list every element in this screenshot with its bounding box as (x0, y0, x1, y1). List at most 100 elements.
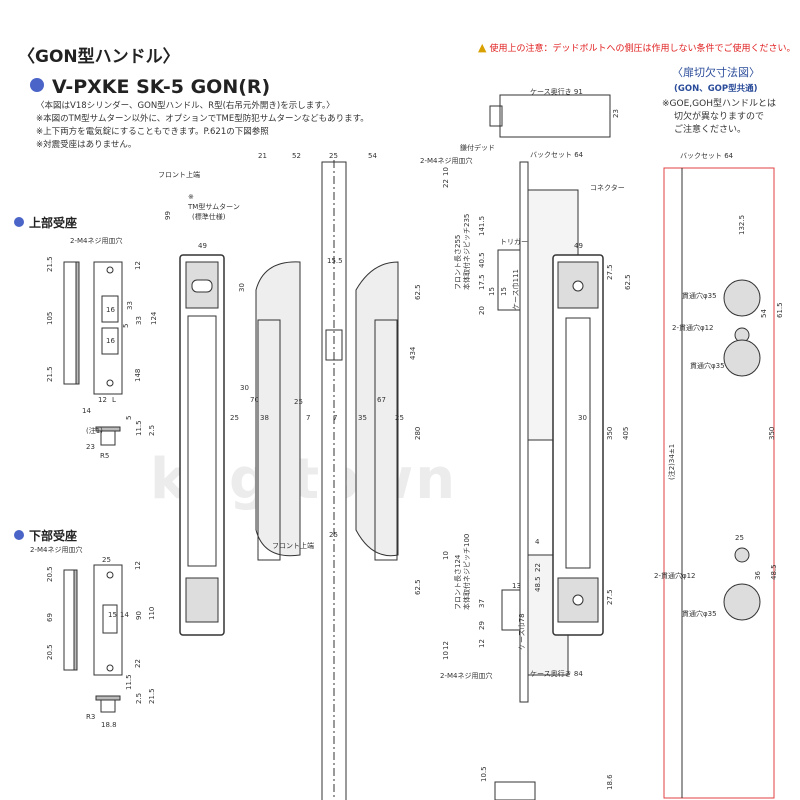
lock-body-dimension-label: フロント長さ124 (454, 554, 462, 610)
upper-strike-dimension-label: 16 (106, 306, 115, 314)
handle-dimension-label: 62.5 (414, 284, 422, 300)
lock-body-dimension-label: 350 (606, 427, 614, 440)
lower-strike-dimension-label: 25 (102, 556, 111, 564)
handle-dimension-label: フロント上端 (158, 170, 200, 179)
upper-strike-dimension-label: R5 (100, 452, 109, 460)
upper-strike-dimension-label: 12 (134, 261, 142, 270)
upper-strike-dimension-label: 21.5 (46, 256, 54, 272)
warning-icon: ▲ (478, 41, 487, 54)
upper-strike-heading: 上部受座 (14, 214, 77, 231)
lock-body-dimension-label: 27.5 (606, 589, 614, 605)
lower-strike-dimension-label: 11.5 (125, 674, 133, 690)
door-cutout-title: 〈扉切欠寸法図〉 (672, 66, 760, 79)
handle-left-drawing (179, 254, 301, 636)
handle-dimension-label: 99 (164, 211, 172, 220)
lock-body-dimension-label: 37 (478, 599, 486, 608)
handle-dimension-label: (標準仕様) (192, 212, 226, 221)
door-cutout-dimension-label: 25 (735, 534, 744, 542)
lower-strike-dimension-label: 15 (108, 611, 117, 619)
lower-strike-dimension-label: 14 (120, 611, 129, 619)
lower-strike-dimension-label: 21.5 (148, 688, 156, 704)
door-cutout-dimension-label: 貫通穴φ35 (682, 291, 717, 300)
handle-dimension-label: 62.5 (414, 579, 422, 595)
lower-strike-dimension-label: 69 (46, 613, 54, 622)
door-cutout-dimension-label: バックセット 64 (680, 152, 734, 160)
lock-body-dimension-label: 本体取付ネジピッチ235 (462, 214, 471, 290)
handle-dimension-label: 35 (358, 414, 367, 422)
lock-body-dimension-label: 10 (442, 551, 450, 560)
lock-body-dimension-label: 10 (442, 651, 450, 660)
door-cutout-dimension-label: 132.5 (738, 215, 746, 235)
lock-body-dimension-label: 29 (478, 621, 486, 630)
handle-dimension-label: 25 (230, 414, 239, 422)
handle-dimension-label: 21 (258, 152, 267, 160)
upper-strike-dimension-label: 11.5 (135, 420, 143, 436)
lock-body-dimension-label: 13 (512, 582, 521, 590)
bullet-icon (14, 530, 24, 540)
warning-text: ▲使用上の注意：デッドボルトへの側圧は作用しない条件でご使用ください。 (478, 41, 795, 54)
door-cutout-dimension-label: 貫通穴φ35 (682, 609, 717, 618)
door-cutout-note-1: ※GOE,GOH型ハンドルとは (662, 99, 776, 109)
front-plate-drawing (321, 160, 347, 800)
lock-body-dimension-label: 48.5 (534, 576, 542, 592)
lower-strike-dimension-label: 110 (148, 607, 156, 620)
door-cutout-subtitle: (GON、GOP型共通) (674, 84, 758, 94)
lower-strike-dimension-label: 90 (135, 611, 143, 620)
note-1: 〈本図はV18シリンダー、GON型ハンドル、R型(右吊元外開き)を示します。〉 (36, 101, 335, 111)
lower-strike-dimension-label: 20.5 (46, 644, 54, 660)
upper-strike-dimension-label: L (112, 396, 116, 404)
upper-strike-dimension-label: 124 (150, 311, 158, 325)
lock-body-dimension-label: トリガー (500, 237, 528, 246)
upper-strike-dimension-label: 16 (106, 337, 115, 345)
lower-strike-dimension-label: 12 (134, 561, 142, 570)
lock-body-dimension-label: コネクター (590, 183, 625, 192)
handle-dimension-label: 15.5 (327, 257, 343, 265)
lower-strike-label: 下部受座 (29, 529, 78, 543)
lock-body-dimension-label: 15 (500, 287, 508, 296)
upper-strike-dimension-label: 33 (135, 316, 143, 325)
upper-strike-dimension-label: 14 (82, 407, 91, 415)
lock-body-dimension-label: 27.5 (606, 264, 614, 280)
upper-strike-dimension-label: 23 (86, 443, 95, 451)
handle-right-drawing (355, 261, 399, 561)
handle-dimension-label: 49 (198, 242, 207, 250)
model-name: V-PXKE SK-5 GON(R) (52, 76, 271, 98)
door-cutout-note-2: 切欠が異なりますので (674, 112, 765, 122)
door-cutout-dimension-label: (注2)34±1 (667, 444, 676, 480)
lock-body-dimension-label: 22 (442, 179, 450, 188)
warning-message: 使用上の注意：デッドボルトへの側圧は作用しない条件でご使用ください。 (489, 44, 796, 54)
upper-strike-label: 上部受座 (29, 216, 78, 230)
lower-strike-dimension-label: 18.8 (101, 721, 117, 729)
handle-dimension-label: フロント上端 (272, 541, 314, 550)
lock-body-dimension-label: 2-M4ネジ用皿穴 (420, 156, 472, 165)
handle-dimension-label: 25 (329, 152, 338, 160)
handle-front-drawing (552, 254, 604, 636)
upper-strike-dimension-label: 105 (46, 312, 54, 325)
lower-strike-dimension-label: R3 (86, 713, 95, 721)
lock-body-dimension-label: フロント長さ255 (454, 235, 462, 290)
lower-strike-dimension-label: 22 (134, 659, 142, 668)
lower-strike-dimension-label: 2.5 (135, 693, 143, 704)
bullet-icon (30, 78, 44, 92)
model-heading: V-PXKE SK-5 GON(R) (30, 76, 270, 98)
lock-body-dimension-label: 405 (622, 427, 630, 440)
lock-body-dimension-label: 18.6 (606, 774, 614, 790)
handle-dimension-label: 25 (294, 398, 303, 406)
door-cutout-dimension-label: 貫通穴φ35 (690, 361, 725, 370)
note-4: ※対震受座はありません。 (36, 140, 137, 150)
page-title: 〈GON型ハンドル〉 (18, 47, 180, 67)
lock-body-dimension-label: 15 (488, 287, 496, 296)
door-cutout-dimension-label: 54 (760, 309, 768, 318)
lock-body-dimension-label: 22 (534, 563, 542, 572)
lock-body-dimension-label: バックセット 64 (530, 151, 584, 159)
door-cutout-note-3: ご注意ください。 (674, 125, 747, 135)
door-cutout-dimension-label: 2-貫通穴φ12 (654, 571, 696, 580)
door-cutout-dimension-label: 2-貫通穴φ12 (672, 323, 714, 332)
lower-strike-heading: 下部受座 (14, 527, 77, 544)
door-cutout-dimension-label: 61.5 (776, 302, 784, 318)
handle-dimension-label: 25 (395, 414, 404, 422)
lock-body-dimension-label: 17.5 (478, 274, 486, 290)
handle-dimension-label: 7 (333, 414, 337, 422)
note-2: ※本図のTM型サムターン以外に、オプションでTME型防犯サムターンなどもあります… (36, 114, 369, 124)
handle-dimension-label: 30 (240, 384, 249, 392)
